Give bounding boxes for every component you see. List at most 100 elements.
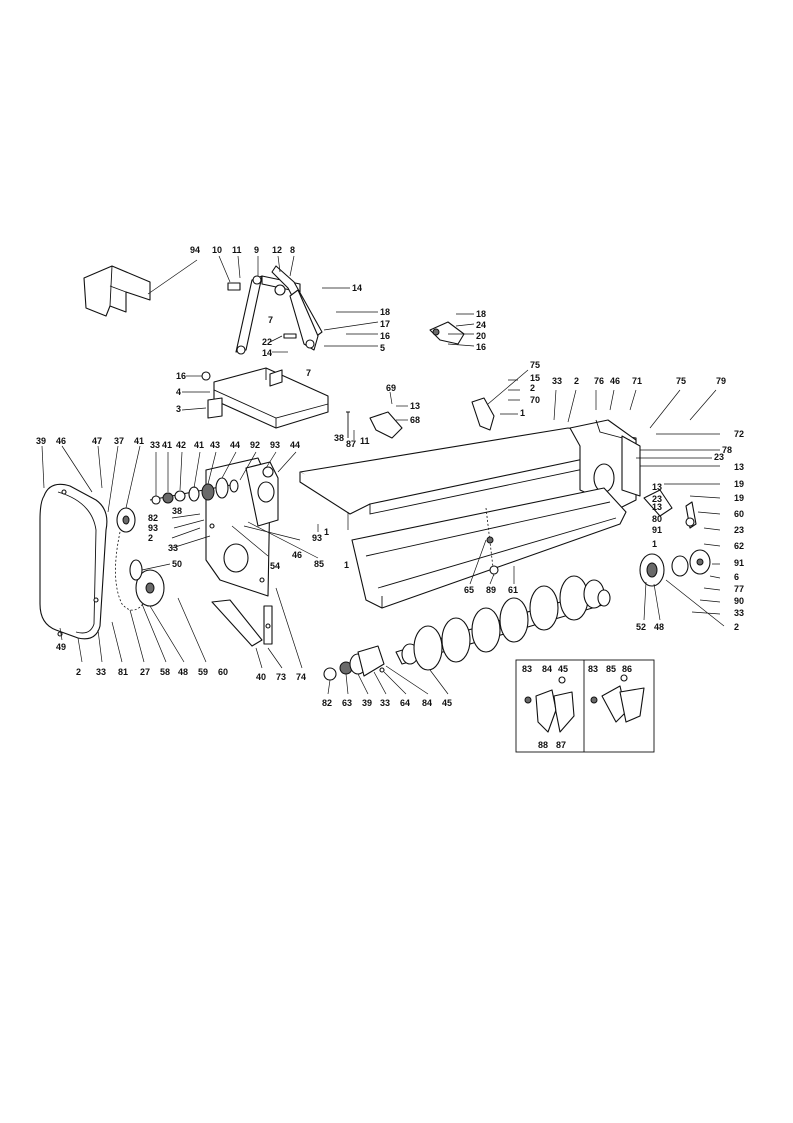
- mounting-frame: [201, 367, 329, 429]
- callout: 78: [722, 445, 732, 455]
- callout: 46: [610, 376, 620, 386]
- callout: 70: [530, 395, 540, 405]
- callout: 50: [172, 559, 182, 569]
- callout: 39: [36, 436, 46, 446]
- callout: 65: [464, 585, 474, 595]
- callout: 83: [588, 664, 598, 674]
- callout: 40: [256, 672, 266, 682]
- center-bolt: [485, 507, 499, 577]
- chain-case-cover: [39, 483, 108, 640]
- callout: 16: [476, 342, 486, 352]
- callout: 46: [56, 436, 66, 446]
- callout: 84: [422, 698, 432, 708]
- callout: 2: [148, 533, 153, 543]
- callout: 19: [734, 493, 744, 503]
- callout: 58: [160, 667, 170, 677]
- callout: 52: [636, 622, 646, 632]
- callout: 13: [734, 462, 744, 472]
- callout: 62: [734, 541, 744, 551]
- right-linkage: [643, 489, 697, 529]
- callout: 13: [652, 502, 662, 512]
- callout: 72: [734, 429, 744, 439]
- callout: 1: [520, 408, 525, 418]
- callout: 44: [290, 440, 300, 450]
- callout: 91: [734, 558, 744, 568]
- callout: 69: [386, 383, 396, 393]
- callout: 4: [176, 387, 181, 397]
- callout: 33: [552, 376, 562, 386]
- callout: 88: [538, 740, 548, 750]
- callout: 1: [324, 527, 329, 537]
- callout: 11: [360, 436, 370, 446]
- drive-shaft-stack: [149, 466, 274, 505]
- callout: 87: [556, 740, 566, 750]
- callout: 76: [594, 376, 604, 386]
- callout: 81: [118, 667, 128, 677]
- callout: 77: [734, 584, 744, 594]
- callout: 18: [476, 309, 486, 319]
- callout: 43: [210, 440, 220, 450]
- callout: 41: [134, 436, 144, 446]
- callout: 60: [218, 667, 228, 677]
- callout: 61: [508, 585, 518, 595]
- callout: 90: [734, 596, 744, 606]
- tine-rotor: [395, 575, 611, 671]
- callout: 64: [400, 698, 410, 708]
- callout: 1: [652, 539, 657, 549]
- callout: 41: [194, 440, 204, 450]
- callout: 27: [140, 667, 150, 677]
- callout: 93: [148, 523, 158, 533]
- callout: 80: [652, 514, 662, 524]
- callout: 75: [530, 360, 540, 370]
- lower-bracket: [211, 599, 273, 647]
- callout: 48: [654, 622, 664, 632]
- callout: 19: [734, 479, 744, 489]
- callout: 33: [96, 667, 106, 677]
- callout: 14: [262, 348, 272, 358]
- callout: 20: [476, 331, 486, 341]
- callout: 12: [272, 245, 282, 255]
- callout: 83: [522, 664, 532, 674]
- rear-deflector: [351, 487, 627, 609]
- callout: 48: [178, 667, 188, 677]
- callout: 33: [168, 543, 178, 553]
- sprockets-chain: [115, 507, 165, 611]
- left-bearing-set: [323, 645, 385, 681]
- right-side-plate: [621, 435, 641, 497]
- callout: 10: [212, 245, 222, 255]
- callout: 82: [322, 698, 332, 708]
- small-bracket: [429, 321, 465, 345]
- callout: 13: [652, 482, 662, 492]
- callout: 13: [410, 401, 420, 411]
- callout: 2: [574, 376, 579, 386]
- callout: 33: [734, 608, 744, 618]
- callout: 91: [652, 525, 662, 535]
- callout: 94: [190, 245, 200, 255]
- callout: 22: [262, 337, 272, 347]
- clip-bracket: [346, 411, 403, 439]
- callout: 59: [198, 667, 208, 677]
- callout: 44: [230, 440, 240, 450]
- callout: 1: [344, 560, 349, 570]
- callout: 16: [176, 371, 186, 381]
- callout: 71: [632, 376, 642, 386]
- callout: 79: [716, 376, 726, 386]
- callout: 93: [312, 533, 322, 543]
- callout: 89: [486, 585, 496, 595]
- callout: 37: [114, 436, 124, 446]
- callout: 63: [342, 698, 352, 708]
- callout: 45: [442, 698, 452, 708]
- top-link-arms: [227, 265, 323, 355]
- callout: 41: [162, 440, 172, 450]
- callout: 60: [734, 509, 744, 519]
- right-bearing-set: [639, 549, 711, 587]
- callout: 9: [254, 245, 259, 255]
- callout: 45: [558, 664, 568, 674]
- callout: 38: [334, 433, 344, 443]
- callout: 33: [150, 440, 160, 450]
- callout: 49: [56, 642, 66, 652]
- callout: 75: [676, 376, 686, 386]
- callout: 18: [380, 307, 390, 317]
- callout: 68: [410, 415, 420, 425]
- callout: 5: [380, 343, 385, 353]
